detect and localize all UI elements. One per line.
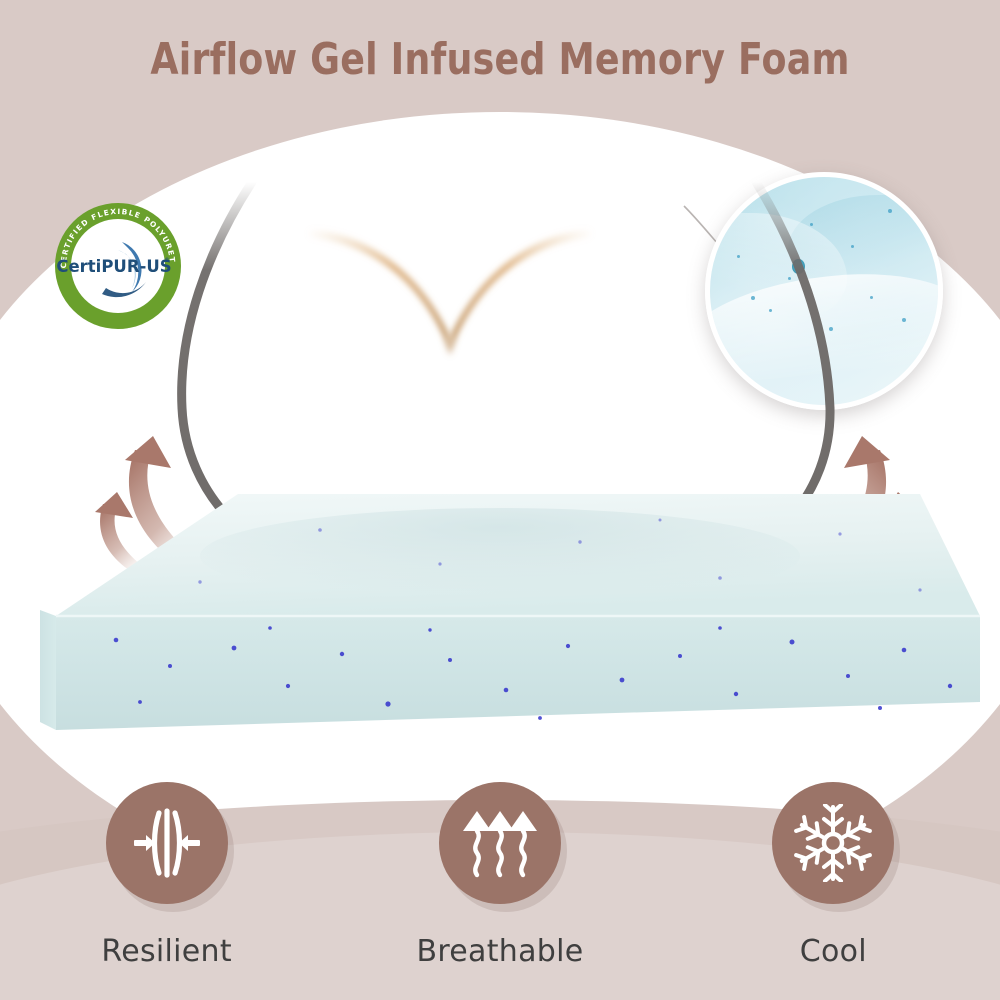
certipur-us-badge: CONTAINS CERTIFIED FLEXIBLE POLYURETHANE… xyxy=(48,196,188,336)
feature-label: Resilient xyxy=(101,934,232,969)
badge-registered-mark: ® xyxy=(164,257,170,264)
wavy-airflow-arrows-icon xyxy=(462,811,537,878)
feature-icon-badge xyxy=(772,782,895,904)
airflow-arrows-left xyxy=(95,436,195,570)
snowflake-icon xyxy=(794,804,873,882)
airflow-arrow xyxy=(125,436,195,566)
badge-center-text: CertiPUR-US xyxy=(56,257,171,276)
feature-icon-badge xyxy=(438,782,561,904)
airflow-arrow xyxy=(95,492,145,570)
feature-label: Breathable xyxy=(416,934,584,969)
spine-glow-shape xyxy=(308,229,592,355)
feature-breathable: Breathable xyxy=(350,782,650,969)
airflow-arrow xyxy=(820,436,890,566)
feature-resilient: Resilient xyxy=(17,782,317,969)
feature-icon-badge xyxy=(105,782,228,904)
compression-arrows-icon xyxy=(133,808,200,878)
feature-cool: Cool xyxy=(683,782,983,969)
feature-label: Cool xyxy=(799,934,867,969)
foam-closeup-inset xyxy=(705,172,943,410)
memory-foam-slab xyxy=(40,494,980,730)
page-title: Airflow Gel Infused Memory Foam xyxy=(150,34,850,85)
feature-row: Resilient Breathable xyxy=(0,782,1000,982)
